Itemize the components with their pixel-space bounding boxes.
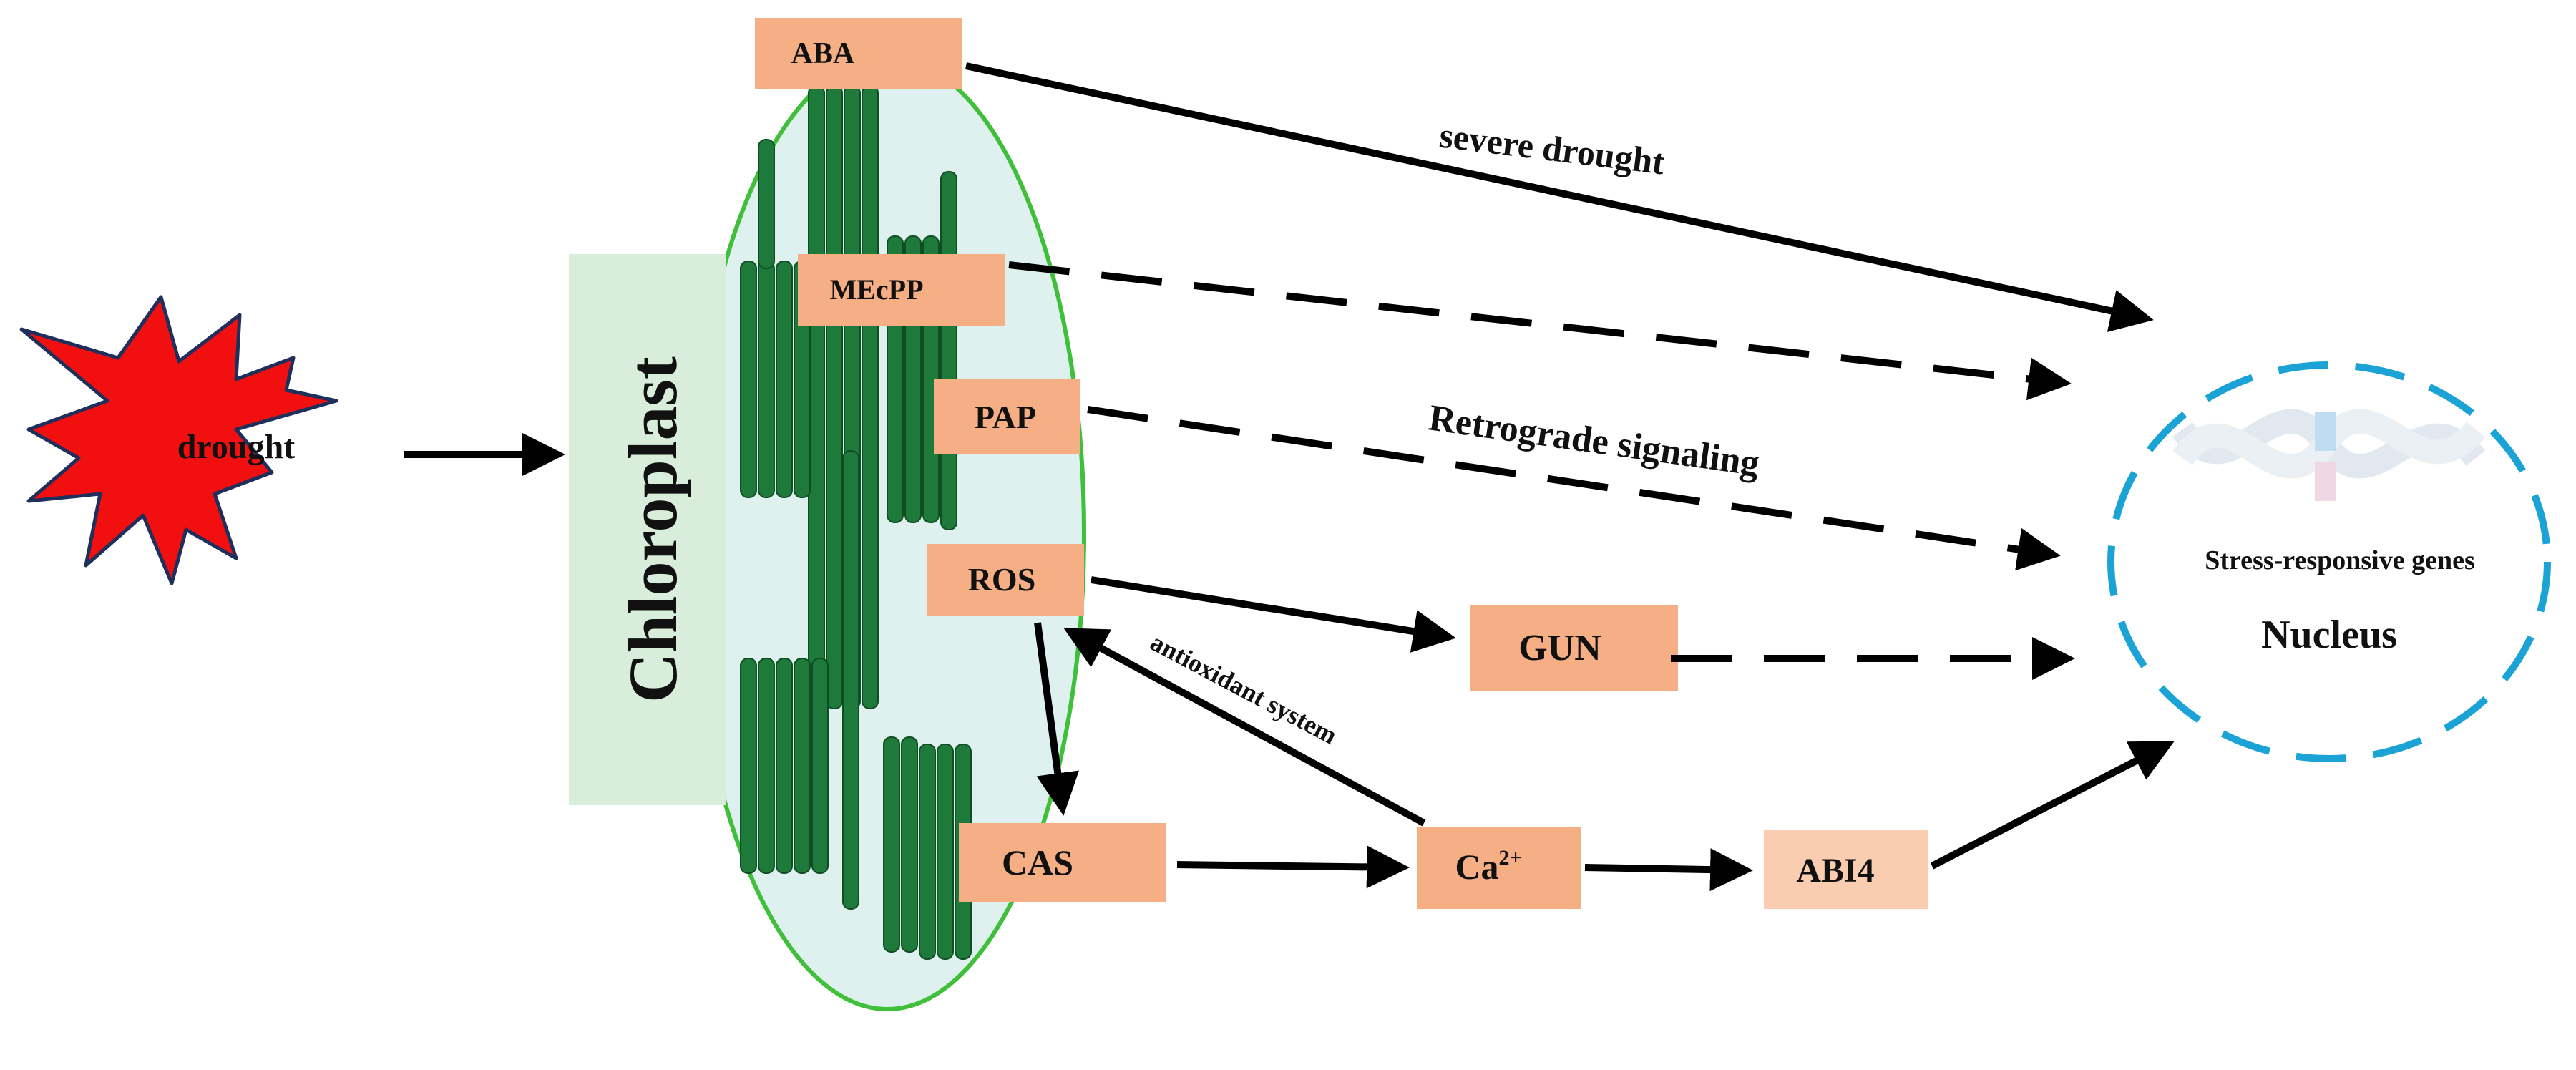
arrow-ros-to-cas [1034, 622, 1080, 816]
signal-arrows [965, 62, 2175, 892]
cas-box [959, 823, 1166, 902]
arrow-cas-to-ca2 [1176, 845, 1410, 889]
arrow-pap-to-nucleus [1087, 406, 2061, 571]
aba-label: ABA [791, 37, 855, 70]
gun-box [1470, 605, 1678, 691]
arrow-aba-to-nucleus [965, 62, 2154, 332]
ca2-base: Ca [1455, 847, 1498, 887]
stress-responsive-genes-label: Stress-responsive genes [2205, 545, 2475, 575]
arrow-abi4-to-nucleus [1930, 741, 2175, 870]
gun-label: GUN [1518, 628, 1601, 668]
dna-helix-icon [2172, 409, 2486, 501]
chloroplast-label: Chloroplast [615, 356, 691, 703]
ca2-superscript: 2+ [1499, 846, 1522, 870]
abi4-label: ABI4 [1796, 852, 1874, 890]
ros-label: ROS [968, 561, 1036, 598]
drought-label: drought [177, 428, 296, 466]
nucleus-label: Nucleus [2261, 613, 2397, 657]
arrow-mecpp-to-nucleus [1008, 261, 2072, 401]
mecpp-box [798, 254, 1005, 326]
abi4-box [1764, 830, 1928, 909]
nucleus: Stress-responsive genes Nucleus [2107, 361, 2551, 762]
pap-label: PAP [975, 399, 1036, 435]
arrow-ros-to-gun [1091, 576, 1456, 653]
pap-box [934, 379, 1080, 454]
aba-box [755, 18, 962, 89]
ros-box [927, 544, 1084, 616]
ca2-box [1417, 827, 1581, 909]
arrow-ca2-to-abi4 [1584, 848, 1753, 892]
mecpp-label: MEcPP [829, 273, 923, 306]
chloroplast-label-panel [569, 254, 726, 805]
arrow-ca2-to-ros [1063, 628, 1426, 827]
cas-label: CAS [1002, 842, 1073, 882]
drought-star-icon [19, 295, 338, 585]
ca2-label: Ca2+ [1455, 846, 1521, 887]
